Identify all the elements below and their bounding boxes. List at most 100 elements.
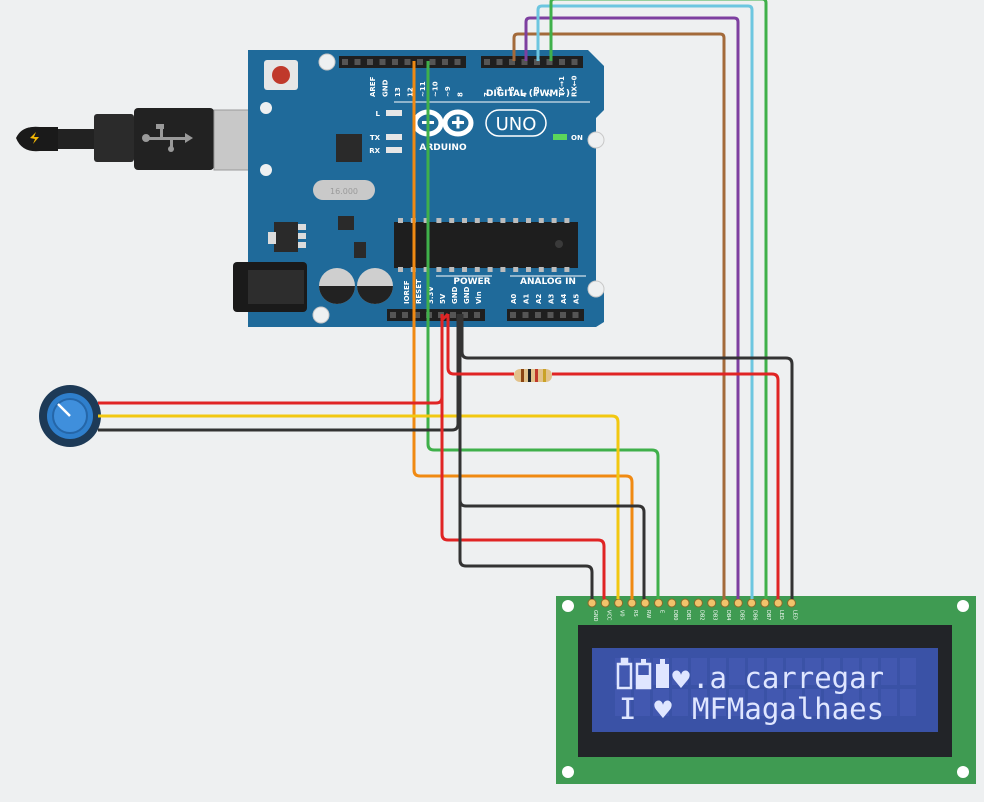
digital-socket-a-9[interactable] [454, 59, 461, 65]
digital-socket-b-3[interactable] [521, 59, 528, 65]
analog-pin-label: A0 [510, 294, 518, 304]
digital-socket-b-5[interactable] [546, 59, 553, 65]
arduino-uno-board: 16.000 L TX RX ON ARDUINO UNO DIGITAL (P… [233, 50, 605, 327]
lcd-pin-label: DB7 [765, 610, 771, 620]
analog-header-label: ANALOG IN [520, 277, 576, 287]
capacitors [319, 268, 393, 304]
analog-socket-5[interactable] [572, 312, 579, 318]
digital-socket-a-2[interactable] [367, 59, 373, 65]
lcd-pin-label: DB3 [712, 610, 718, 620]
power-header-label: POWER [453, 277, 490, 287]
digital-socket-a-7[interactable] [429, 59, 436, 65]
led-rx-label: RX [369, 147, 380, 155]
digital-pin-label: 12 [407, 87, 415, 97]
digital-socket-a-3[interactable] [379, 59, 386, 65]
digital-pin-label: ~11 [419, 81, 427, 97]
lcd-pin-led[interactable] [773, 598, 783, 608]
analog-socket-0[interactable] [510, 312, 516, 318]
lightning-icon [30, 132, 39, 144]
digital-socket-b-2[interactable] [509, 59, 515, 65]
analog-pin-header [507, 309, 584, 321]
potentiometer[interactable] [39, 385, 101, 447]
analog-pin-label: A2 [535, 294, 543, 304]
digital-socket-a-5[interactable] [404, 59, 411, 65]
lcd-pin-v0[interactable] [614, 598, 624, 608]
led-rx [386, 147, 402, 153]
atmega-chip [394, 222, 578, 268]
wires [98, 0, 794, 599]
power-socket-5[interactable] [450, 312, 456, 318]
power-on-led [553, 134, 567, 140]
wire-green-d2 [549, 0, 768, 599]
on-label: ON [571, 134, 583, 142]
lcd-pin-rw[interactable] [640, 598, 650, 608]
digital-socket-a-1[interactable] [354, 59, 361, 65]
lcd-pin-db0[interactable] [667, 598, 677, 608]
lcd-pin-rs[interactable] [627, 598, 637, 608]
lcd-pin-db6[interactable] [747, 598, 757, 608]
digital-socket-b-0[interactable] [484, 59, 490, 65]
digital-socket-a-0[interactable] [342, 59, 348, 65]
crystal-oscillator [313, 180, 375, 200]
analog-socket-4[interactable] [560, 312, 566, 318]
lcd-pin-gnd[interactable] [587, 598, 597, 608]
lcd-pin-label: DB0 [672, 610, 678, 620]
wire-red-pot [98, 314, 444, 405]
lcd-pin-label: VCC [605, 610, 611, 621]
lcd-pin-label: E [659, 610, 665, 613]
lcd-pin-led[interactable] [787, 598, 796, 608]
battery-full-icon [656, 659, 669, 688]
analog-socket-1[interactable] [522, 312, 529, 318]
power-socket-0[interactable] [390, 312, 396, 318]
power-socket-6[interactable] [462, 312, 468, 318]
lcd-pin-label: LED [778, 610, 784, 620]
digital-pin-label: 7 [483, 92, 491, 97]
power-socket-1[interactable] [402, 312, 408, 318]
digital-socket-a-6[interactable] [417, 59, 423, 65]
digital-socket-a-8[interactable] [442, 59, 448, 65]
digital-pin-label: RX←0 [571, 75, 579, 97]
heart-icon: ♥ [670, 666, 692, 694]
digital-pin-label: 8 [457, 92, 465, 97]
lcd-pin-db4[interactable] [720, 598, 730, 608]
wire-red-5v-resistor [446, 314, 514, 376]
crystal-label: 16.000 [330, 187, 358, 196]
digital-socket-b-1[interactable] [496, 59, 503, 65]
lcd-pin-label: GND [592, 610, 598, 622]
analog-socket-3[interactable] [547, 312, 554, 318]
digital-pin-label: ~6 [496, 86, 504, 97]
lcd-pin-label: LED [792, 610, 798, 620]
power-pin-label: 5V [439, 293, 447, 304]
digital-socket-a-4[interactable] [392, 59, 398, 65]
digital-pin-label: ~3 [533, 86, 541, 97]
led-tx [386, 134, 402, 140]
wire-red-resistor-led-a [552, 372, 780, 599]
wire-black-gnd-lcd-gnd [458, 314, 594, 599]
lcd-pin-label: V0 [619, 610, 625, 617]
led-l [386, 110, 402, 116]
lcd-pin-db7[interactable] [760, 598, 770, 608]
wire-black-gnd-lcd-rw [458, 314, 646, 599]
digital-pin-label: 13 [394, 87, 402, 97]
digital-socket-b-7[interactable] [571, 59, 578, 65]
power-socket-2[interactable] [414, 312, 420, 318]
digital-socket-b-6[interactable] [559, 59, 565, 65]
lcd-pin-db5[interactable] [733, 598, 743, 608]
lcd-pin-db3[interactable] [707, 598, 717, 608]
power-pin-label: RESET [415, 279, 423, 304]
lcd-pin-vcc[interactable] [600, 598, 610, 608]
digital-pin-label: ~10 [432, 81, 440, 97]
lcd-pin-e[interactable] [654, 598, 663, 608]
lcd-pin-db2[interactable] [693, 598, 703, 608]
lcd-pin-db1[interactable] [680, 598, 690, 608]
lcd-line-2-prefix: I [619, 692, 636, 726]
power-socket-7[interactable] [474, 312, 480, 318]
digital-socket-b-4[interactable] [534, 59, 540, 65]
lcd-pin-label: RS [632, 610, 638, 617]
analog-socket-2[interactable] [535, 312, 541, 318]
lcd-line-2-text: MFMagalhaes [692, 692, 884, 726]
